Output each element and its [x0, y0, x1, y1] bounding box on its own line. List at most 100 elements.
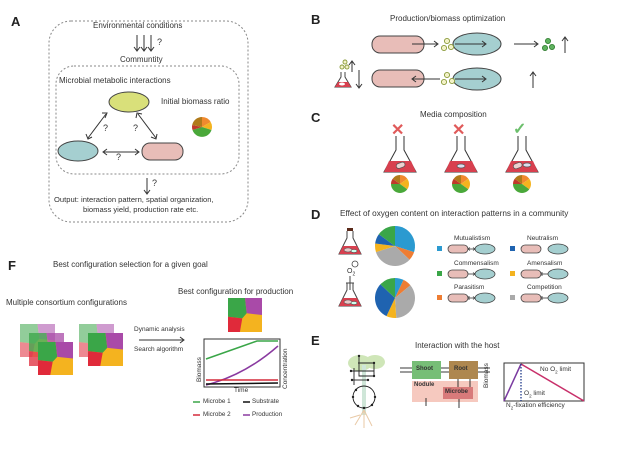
e-chart-xlabel: N2-fixation efficiency [506, 402, 565, 411]
legend-label-microbe-1: Microbe 1 [203, 398, 231, 405]
f-chart-xlabel: Time [234, 387, 249, 394]
pie-anaerobic [375, 226, 415, 266]
legend-item-neutralism [510, 243, 569, 255]
question-mark-left: ? [103, 123, 109, 133]
microbe-label: Microbe [445, 389, 469, 395]
media-pie-3-slice-4 [514, 175, 522, 184]
pie-anaerobic-slice-neutralism [375, 234, 395, 246]
best-config-label: Best configuration for production [178, 287, 294, 296]
media-pie-1-slice-1 [400, 178, 410, 190]
legend-label-substrate: Substrate [252, 398, 279, 405]
pie-aerobic-slice-neutralism [375, 284, 395, 317]
legend-swatch [437, 271, 442, 276]
best-config [228, 298, 262, 332]
plant-network-icon [348, 354, 385, 428]
media-flask-2 [444, 136, 478, 173]
media-pie-3 [513, 175, 531, 193]
media-pie-2-slice-3 [452, 178, 461, 184]
panel-b-title: Production/biomass optimization [390, 14, 506, 23]
search-algorithm-label: Search algorithm [134, 346, 184, 353]
microbe-yellow [108, 91, 150, 113]
pie-anaerobic-slice-commensalism [378, 226, 395, 246]
pie-aerobic-slice-mutualistism [395, 278, 404, 298]
product-circles-icon [542, 38, 556, 52]
media-pie-3-slice-3 [513, 178, 522, 184]
multiple-configs-label: Multiple consortium configurations [6, 298, 127, 307]
panel-c-title: Media composition [420, 110, 487, 119]
legend-label-commensalism: Commensalism [454, 260, 499, 267]
media-pie-2-slice-4 [453, 175, 461, 184]
microbe-blue [57, 140, 99, 162]
output-question-mark: ? [152, 178, 158, 188]
output-arrow-icon [143, 178, 151, 195]
media-pie-1-slice-4 [392, 175, 400, 184]
panel-f-title: Best configuration selection for a given… [53, 260, 208, 269]
legend-label-neutralism: Neutralism [527, 235, 559, 242]
initial-biomass-pie [192, 116, 212, 137]
legend-item-competition [510, 292, 569, 304]
series-rise [503, 363, 522, 402]
root-box [449, 361, 478, 379]
media-pie-1-slice-3 [391, 178, 400, 184]
legend-swatch [510, 246, 515, 251]
panel-letter-b: B [311, 12, 321, 27]
config-pair-front [88, 333, 123, 366]
legend-label-amensalism: Amensalism [527, 260, 563, 267]
pie-anaerobic-slice-competition [375, 246, 410, 266]
legend-label-microbe-2: Microbe 2 [203, 411, 231, 418]
panel-letter-e: E [311, 333, 320, 348]
f-chart-ylabel-left: Biomass [196, 357, 203, 382]
biomass-time-chart [203, 338, 281, 388]
series-microbe-1 [205, 340, 278, 360]
host-flow-arrows-icon [400, 367, 490, 408]
microbe-pink [141, 142, 184, 161]
legend-label-mutualistism: Mutualistism [454, 235, 491, 242]
f-legend-swatches [193, 401, 250, 416]
media-pie-2-slice-2 [452, 184, 469, 194]
flow-arrows-icon [348, 36, 569, 89]
nodule-label: Nodule [414, 382, 435, 388]
dynamic-analysis-label: Dynamic analysis [134, 326, 185, 333]
biomass-ratio-label: Initial biomass ratio [161, 97, 230, 106]
env-conditions-label: Environmental conditions [93, 21, 183, 30]
flask-icon [334, 72, 352, 88]
right-arrow-icon [139, 336, 185, 344]
media-pie-2-slice-0 [461, 175, 469, 184]
flask-aerated-icon [338, 276, 362, 307]
output-line-1: Output: interaction pattern, spatial org… [54, 195, 214, 204]
shoot-box [412, 361, 441, 379]
pie-aerobic-slice-parasitism [395, 279, 411, 298]
accept-mark: ✓ [513, 121, 527, 138]
panel-d-title: Effect of oxygen content on interaction … [340, 209, 569, 218]
legend-item-amensalism [510, 268, 569, 280]
legend-swatch [510, 271, 515, 276]
legend-item-commensalism [437, 268, 496, 280]
media-pie-3-slice-2 [513, 184, 530, 193]
pie-anaerobic-slice-amensalism [375, 243, 395, 253]
media-pie-1-slice-0 [400, 175, 408, 184]
media-pie-2-slice-1 [461, 178, 470, 190]
interaction-arrows-icon [85, 112, 158, 156]
pie-aerobic-slice-competition [395, 285, 416, 318]
series-no-o2-limit [520, 363, 585, 402]
pie-aerobic [375, 278, 416, 318]
legend-label-parasitism: Parasitism [454, 284, 485, 291]
question-mark-right: ? [133, 123, 139, 133]
metabolite-circles-icon [339, 37, 456, 86]
reject-mark-2: ✕ [452, 122, 466, 139]
pie-aerobic-slice-commensalism [380, 278, 395, 298]
o2-label: O2 [347, 268, 356, 278]
config-stack-front [38, 342, 73, 375]
legend-label-production: Production [252, 411, 283, 418]
legend-swatch [437, 295, 442, 300]
flask-stoppered-icon [338, 228, 362, 255]
legend-item-mutualistism [437, 243, 496, 255]
reject-mark-1: ✕ [391, 122, 405, 139]
interactions-label: Microbial metabolic interactions [59, 76, 171, 85]
microbe-box [443, 387, 473, 399]
